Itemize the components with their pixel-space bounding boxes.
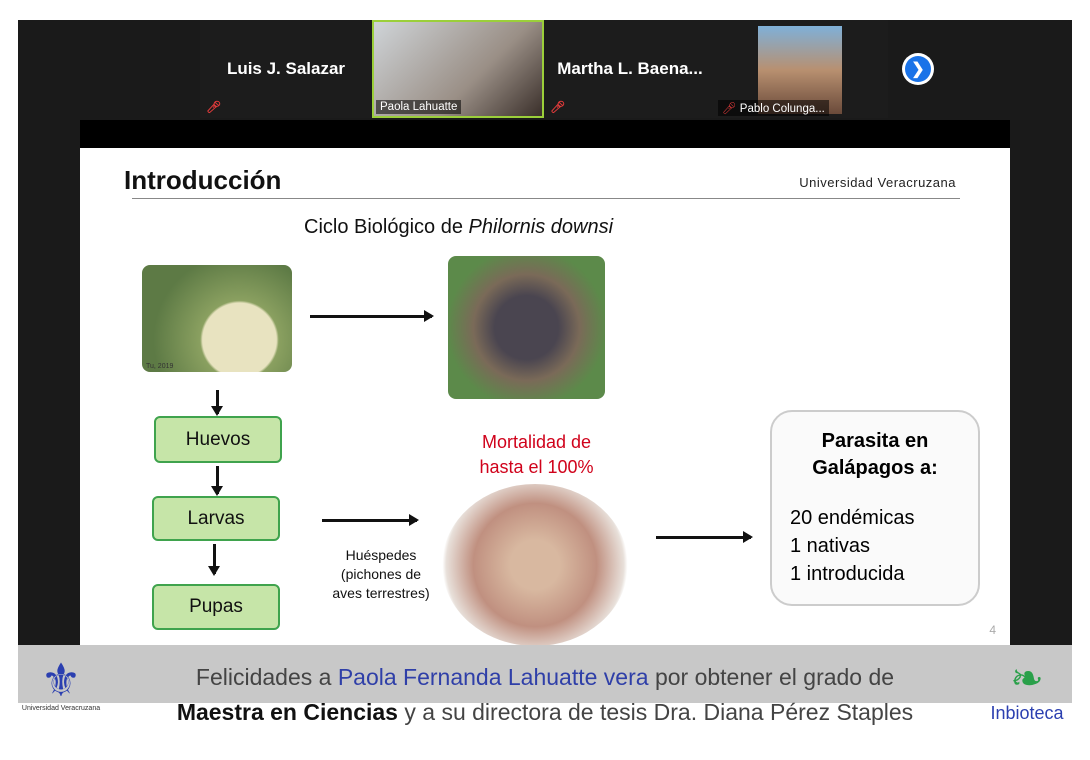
hosts-line: (pichones de (340, 566, 422, 582)
mic-muted-icon: 🎤︎ (206, 100, 222, 114)
chicks-photo (442, 484, 628, 646)
slide-page-number: 4 (989, 623, 996, 637)
parasite-box: Parasita en Galápagos a: 20 endémicas 1 n… (770, 410, 980, 606)
arrow-right (322, 514, 419, 526)
participant-name: Martha L. Baena... (557, 59, 703, 78)
mic-muted-icon: 🎤︎ (722, 103, 740, 115)
slide-subtitle: Ciclo Biológico de Philornis downsi (304, 216, 613, 239)
caption-text: Felicidades a (195, 664, 338, 690)
participant-tile[interactable]: Martha L. Baena... 🎤︎ (544, 20, 716, 118)
photo-credit: Tu, 2019 (146, 363, 174, 370)
uv-logo-text: Universidad Veracruzana (21, 705, 101, 712)
inbioteca-mark-icon: ❧ (1010, 657, 1044, 701)
slide-top-bar (80, 120, 1010, 148)
hosts-text: Huéspedes (pichones de aves terrestres) (326, 546, 436, 603)
fleur-de-lis-icon: ⚜ (40, 654, 82, 706)
graduate-name: Paola Fernanda Lahuatte vera (337, 664, 649, 690)
parasite-item: 1 nativas (790, 535, 871, 557)
heading-line: Parasita en (821, 430, 929, 452)
participant-name-text: Pablo Colunga... (739, 103, 825, 115)
arrow-down (211, 466, 223, 496)
participant-name: Luis J. Salazar (226, 59, 346, 78)
species-name: Philornis downsi (468, 216, 614, 238)
stage-pupas: Pupas (152, 584, 280, 630)
heading-line: Galápagos a: (812, 457, 938, 479)
arrow-down (208, 544, 220, 576)
fly-photo: Tu, 2019 (142, 265, 292, 372)
mortality-text: Mortalidad de hasta el 100% (454, 430, 619, 480)
participant-tile-active[interactable]: Paola Lahuatte (372, 20, 544, 118)
mortality-line: hasta el 100% (479, 457, 594, 477)
parasite-heading: Parasita en Galápagos a: (772, 428, 978, 482)
arrow-right (310, 310, 434, 322)
hosts-line: Huéspedes (345, 547, 417, 563)
next-page-button[interactable]: ❯ (902, 53, 934, 85)
hosts-line: aves terrestres) (332, 585, 430, 601)
parasite-item: 20 endémicas (790, 507, 915, 529)
caption-text: y a su directora de tesis Dra. Diana Pér… (397, 699, 914, 725)
uv-logo: ⚜Universidad Veracruzana (20, 655, 102, 712)
participant-video (758, 26, 842, 114)
participant-strip: Luis J. Salazar 🎤︎ Paola Lahuatte Martha… (200, 20, 890, 118)
arrow-right (656, 531, 753, 543)
title-divider (132, 198, 960, 199)
slide-institution: Universidad Veracruzana (799, 175, 956, 190)
participant-name: Paola Lahuatte (376, 100, 462, 114)
arrow-down (211, 390, 223, 416)
stage-huevos: Huevos (154, 416, 282, 463)
caption-text: por obtener el grado de (648, 664, 895, 690)
caption-band (18, 645, 1072, 703)
parasite-item: 1 introducida (790, 563, 905, 585)
mortality-line: Mortalidad de (481, 432, 592, 452)
participant-name: 🎤︎ Pablo Colunga... (718, 100, 829, 116)
mic-muted-icon: 🎤︎ (550, 100, 566, 114)
participant-tile[interactable]: Luis J. Salazar 🎤︎ (200, 20, 372, 118)
chevron-right-icon: ❯ (905, 56, 931, 82)
slide-title: Introducción (124, 165, 282, 195)
parasite-list: 20 endémicas 1 nativas 1 introducida (772, 504, 978, 588)
stage-larvas: Larvas (152, 496, 280, 541)
congratulations-caption: Felicidades a Paola Fernanda Lahuatte ve… (100, 660, 990, 730)
inbioteca-logo: ❧Inbioteca (982, 655, 1072, 724)
participant-tile[interactable]: 🎤︎ Pablo Colunga... (716, 20, 888, 118)
inbioteca-logo-text: Inbioteca (990, 703, 1064, 723)
shared-slide: Introducción Universidad Veracruzana Cic… (80, 148, 1010, 646)
degree-name: Maestra en Ciencias (176, 699, 398, 725)
subtitle-text: Ciclo Biológico de (304, 216, 469, 238)
nest-photo (448, 256, 605, 399)
